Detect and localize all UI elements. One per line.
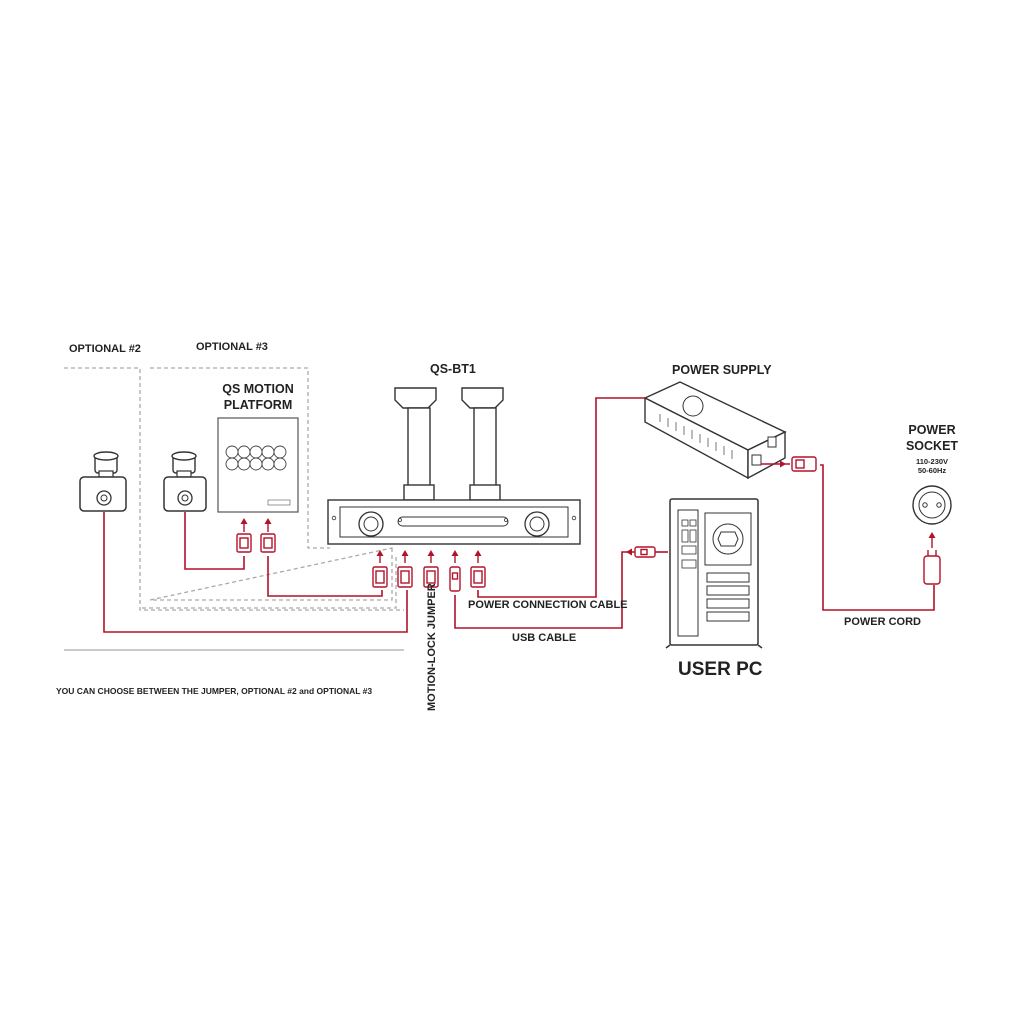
optional2-label: OPTIONAL #2 — [69, 343, 141, 355]
usb-plug-pc — [634, 546, 656, 558]
power-supply-icon — [643, 381, 787, 480]
connector-bt1-2 — [397, 566, 413, 588]
power-connection-cable — [477, 397, 645, 598]
user-pc-label: USER PC — [678, 659, 763, 680]
power-socket-label: POWER SOCKET — [897, 422, 967, 454]
schuko-plug — [923, 550, 941, 585]
usb-plug-bt1 — [449, 566, 461, 592]
connector-platform-a — [236, 533, 252, 553]
emergency-stop-2-icon — [79, 451, 127, 512]
qs-bt1-label: QS-BT1 — [430, 362, 476, 376]
user-pc-icon — [665, 498, 763, 649]
optional3-label: OPTIONAL #3 — [196, 341, 268, 353]
emergency-stop-3-icon — [163, 451, 207, 512]
optional3-inner-boundary — [142, 556, 397, 609]
usb-cable-label: USB CABLE — [512, 632, 577, 644]
optional3-boundary — [149, 367, 393, 601]
connector-bt1-power — [470, 566, 486, 588]
power-socket-line1: POWER — [908, 423, 956, 437]
optional3-cable — [184, 512, 245, 570]
qs-motion-line2: PLATFORM — [223, 398, 293, 412]
connection-arrows — [240, 460, 936, 563]
power-socket-line2: SOCKET — [905, 439, 959, 453]
power-socket-icon — [912, 485, 952, 525]
jumper-choice-note: YOU CAN CHOOSE BETWEEN THE JUMPER, OPTIO… — [56, 686, 373, 696]
power-supply-label: POWER SUPPLY — [672, 363, 772, 377]
qs-motion-platform-icon — [217, 417, 299, 513]
connector-bt1-3 — [423, 566, 439, 588]
connector-platform-b — [260, 533, 276, 553]
qs-motion-line1: QS MOTION — [222, 382, 294, 396]
power-cord-label: POWER CORD — [844, 616, 921, 628]
frequency-text: 50-60Hz — [917, 466, 947, 475]
power-cord — [820, 464, 935, 611]
optional2-boundary — [64, 367, 404, 651]
power-connection-cable-label: POWER CONNECTION CABLE — [468, 599, 628, 611]
power-socket-spec: 110-230V 50-60Hz — [902, 457, 962, 475]
motion-lock-jumper-label: MOTION-LOCK JUMPER — [426, 583, 438, 711]
optional2-cable — [103, 512, 408, 633]
platform-cable — [267, 556, 383, 597]
connector-bt1-1 — [372, 566, 388, 588]
qs-motion-platform-label: QS MOTION PLATFORM — [213, 381, 303, 413]
usb-cable — [454, 551, 635, 629]
qs-bt1-device-icon — [327, 387, 581, 545]
power-cord-plug — [791, 456, 817, 472]
cable-connectors — [236, 456, 941, 592]
voltage-text: 110-230V — [915, 457, 949, 466]
